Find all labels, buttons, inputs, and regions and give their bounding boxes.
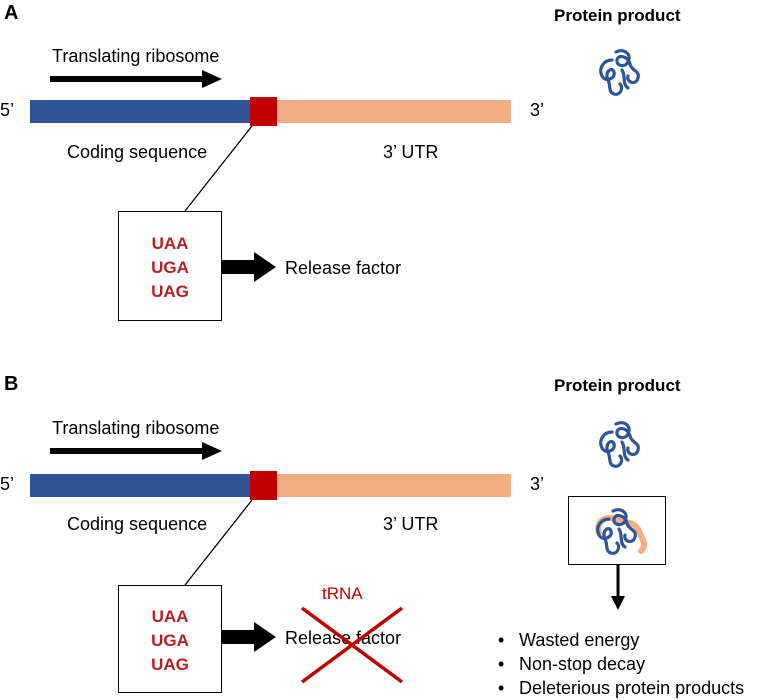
consequence-list: Wasted energy Non-stop decay Deleterious… [494,628,744,700]
arrow-down-icon [611,565,625,610]
panel-b-stop-codon [250,471,277,500]
panel-a-stop-codon-box: UAA UGA UAG [118,211,222,321]
list-item: Non-stop decay [494,652,744,676]
panel-b-coding-sequence-bar [30,474,252,497]
panel-b-connector-line [184,499,253,586]
list-item: Deleterious protein products [494,676,744,700]
codon: UAA [151,234,189,253]
ribosome-arrow-icon [50,442,222,460]
panel-b-stop-codon-box: UAA UGA UAG [118,585,222,693]
aberrant-protein-box [568,496,666,565]
protein-icon [599,49,640,96]
panel-b-three-prime: 3’ [530,474,545,494]
panel-a-product-title: Protein product [554,6,681,25]
release-arrow-icon [222,252,276,282]
panel-b-coding-label: Coding sequence [67,514,208,534]
cross-icon [300,606,404,684]
ribosome-arrow-icon [50,70,222,88]
panel-b-utr-bar [252,474,511,497]
panel-a-letter: A [4,2,19,24]
panel-a-connector-line [184,125,253,212]
panel-a-coding-label: Coding sequence [67,142,208,162]
panel-a-three-prime: 3’ [530,100,545,120]
panel-a-stop-codon [250,97,277,126]
panel-b-five-prime: 5’ [0,474,15,494]
codon: UAG [151,282,189,301]
aberrant-protein-icon [595,508,648,555]
panel-b-ribosome-label: Translating ribosome [52,418,220,438]
codon: UAG [151,655,189,674]
panel-b-trna-label: tRNA [322,584,363,603]
panel-b-product-title: Protein product [554,376,681,395]
codon: UGA [151,631,189,650]
panel-b-letter: B [4,373,19,395]
panel-a-utr-label: 3’ UTR [383,142,439,162]
panel-a-utr-bar [252,100,511,123]
codon: UAA [151,607,189,626]
list-item: Wasted energy [494,628,744,652]
release-arrow-icon [222,622,276,652]
codon: UGA [151,258,189,277]
panel-a-release-factor-label: Release factor [285,258,402,278]
panel-a-five-prime: 5’ [0,100,15,120]
panel-a-coding-sequence-bar [30,100,252,123]
protein-icon [599,421,640,468]
panel-b-utr-label: 3’ UTR [383,514,439,534]
panel-a-ribosome-label: Translating ribosome [52,46,220,66]
